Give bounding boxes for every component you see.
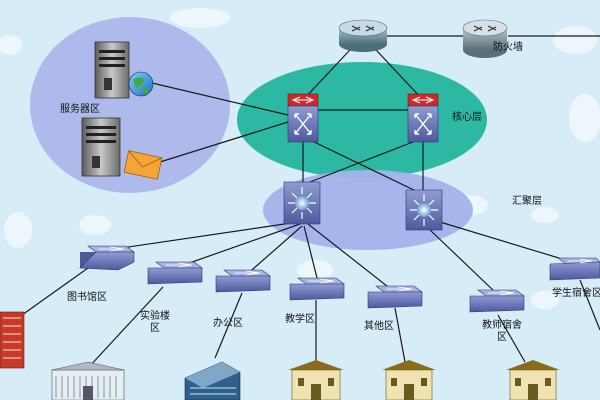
globe-icon	[128, 71, 154, 97]
access-switch-icon[interactable]	[79, 245, 135, 271]
access-switch-icon[interactable]	[367, 285, 423, 309]
access-switch-icon[interactable]	[215, 269, 271, 293]
access-switch-icon[interactable]	[289, 277, 345, 301]
other-building-icon	[382, 360, 436, 400]
core-layer-label: 核心层	[452, 112, 482, 123]
aggregation-switch-icon[interactable]	[405, 189, 443, 231]
firewall-label: 防火墙	[493, 42, 523, 53]
core-switch-icon[interactable]	[287, 93, 319, 143]
access-switch-icon[interactable]	[147, 261, 203, 285]
core-zone	[237, 62, 487, 178]
server-zone	[30, 17, 230, 193]
server-icon[interactable]	[81, 117, 121, 177]
lab-building-icon	[51, 361, 125, 400]
library-building-icon	[0, 311, 25, 369]
office-building-icon	[184, 361, 241, 400]
library-label: 图书馆区	[67, 292, 107, 303]
access-switch-icon[interactable]	[469, 289, 525, 313]
firewall-icon[interactable]	[462, 19, 508, 58]
other-label: 其他区	[364, 321, 394, 332]
router-icon[interactable]	[338, 19, 388, 52]
aggregation-switch-icon[interactable]	[283, 181, 321, 225]
server-icon[interactable]	[94, 41, 130, 99]
lab-building-label: 实验楼 区	[140, 311, 170, 334]
access-switch-icon[interactable]	[549, 257, 600, 281]
mail-icon	[123, 150, 163, 180]
server-area-label: 服务器区	[60, 104, 100, 115]
teaching-building-icon	[288, 360, 344, 400]
student-dorm-label: 学生宿舍区	[552, 288, 600, 299]
faculty-dorm-label: 教师宿舍 区	[482, 320, 522, 343]
office-label: 办公区	[213, 318, 243, 329]
aggregation-layer-label: 汇聚层	[512, 196, 542, 207]
core-switch-icon[interactable]	[407, 93, 439, 143]
faculty-dorm-building-icon	[506, 360, 560, 400]
teaching-label: 教学区	[285, 314, 315, 325]
background-decor	[0, 8, 600, 309]
